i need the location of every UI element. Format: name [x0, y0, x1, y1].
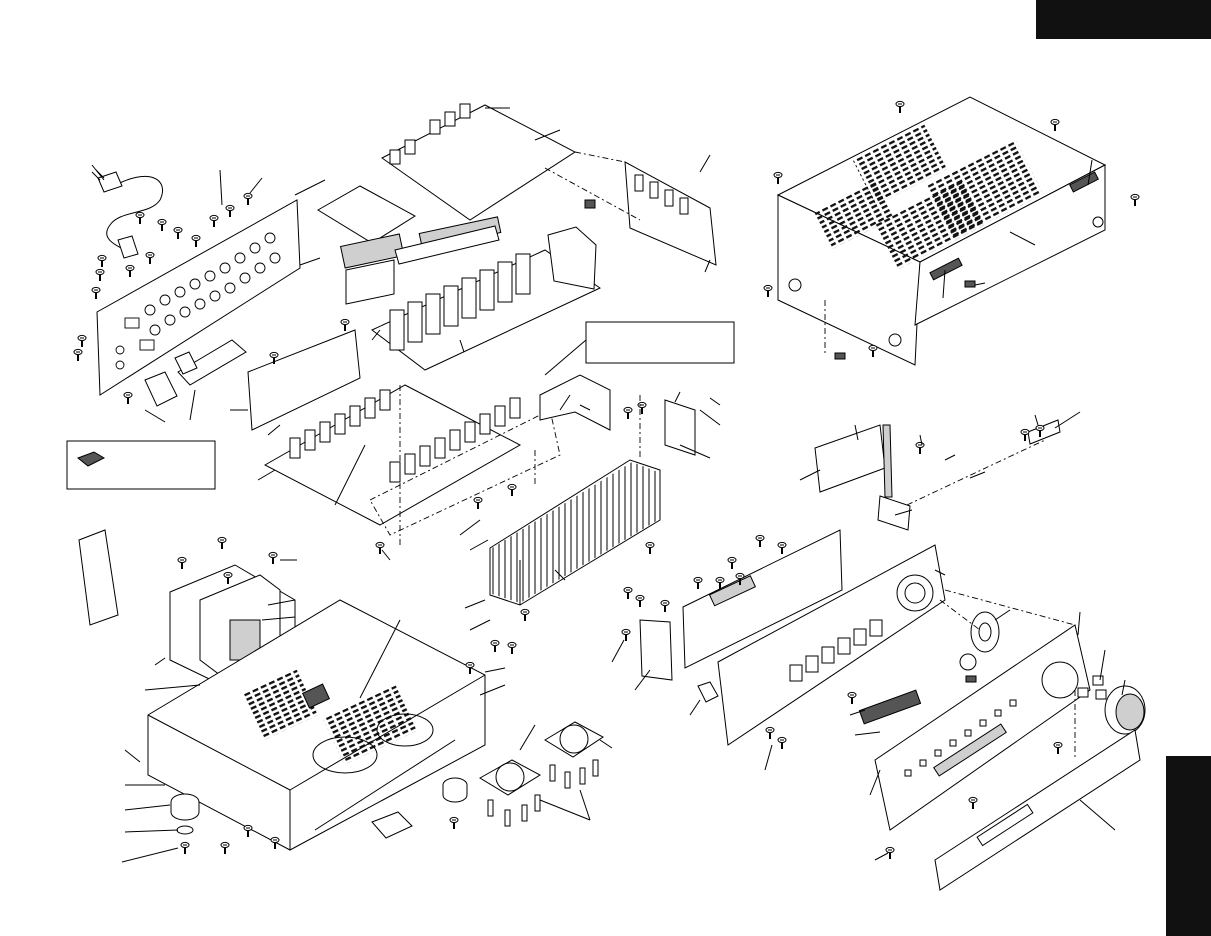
side-tab	[1166, 756, 1211, 936]
front-panel-chassis	[717, 544, 946, 746]
fan-icon	[479, 721, 604, 796]
parts-note-box	[66, 440, 216, 490]
header-tab	[1036, 0, 1211, 39]
knob-icon	[959, 611, 1146, 735]
front-face-panel	[874, 624, 1091, 831]
board-note-box	[585, 321, 735, 364]
amp-board	[371, 249, 602, 371]
top-cover	[776, 96, 1107, 366]
main-pcb-top	[381, 103, 576, 221]
output-board	[263, 384, 522, 526]
foot-assembly	[170, 777, 468, 835]
heatsink-icon	[489, 459, 661, 606]
rear-panel	[96, 199, 301, 396]
bottom-chassis	[147, 599, 486, 851]
power-cord-icon	[91, 169, 163, 259]
